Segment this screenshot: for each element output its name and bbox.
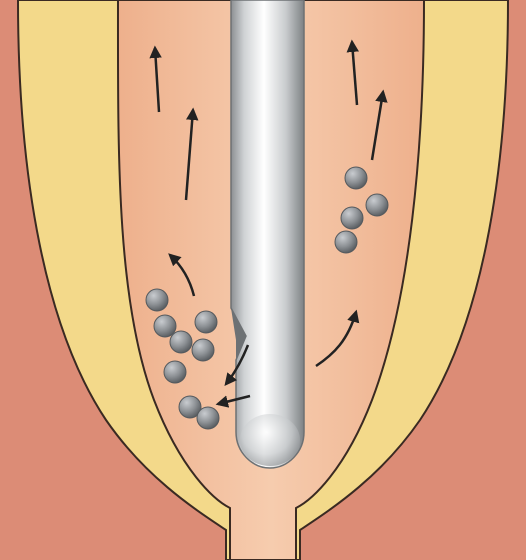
debris-particle-icon <box>195 311 217 333</box>
debris-particle-icon <box>366 194 388 216</box>
debris-particle-icon <box>345 167 367 189</box>
debris-particle-icon <box>154 315 176 337</box>
debris-particle-icon <box>341 207 363 229</box>
debris-particle-icon <box>164 361 186 383</box>
debris-particle-icon <box>335 231 357 253</box>
debris-particle-icon <box>192 339 214 361</box>
debris-particle-icon <box>170 331 192 353</box>
debris-particle-icon <box>146 289 168 311</box>
debris-particle-icon <box>197 407 219 429</box>
